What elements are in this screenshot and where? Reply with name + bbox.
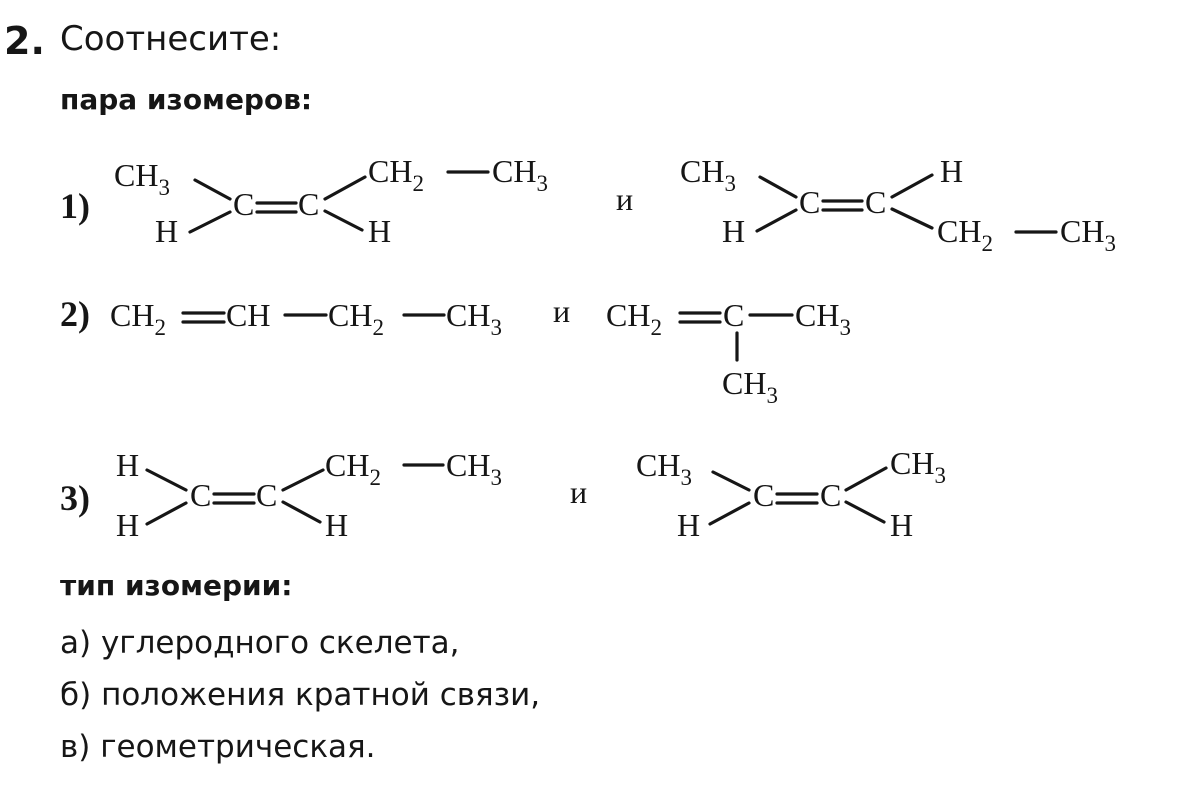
pair-1-conjunction: и	[616, 181, 633, 217]
svg-text:H: H	[940, 153, 963, 189]
svg-text:C: C	[753, 477, 774, 513]
pair-3-molecule-b: CH3 H C C CH3 H	[636, 445, 946, 543]
svg-text:CH3: CH3	[492, 153, 548, 196]
pair-3-conjunction: и	[570, 474, 587, 510]
pair-2-molecule-a: CH2 CH CH2 CH3	[110, 297, 502, 340]
svg-text:CH3: CH3	[636, 447, 692, 490]
svg-text:H: H	[155, 213, 178, 249]
svg-text:C: C	[799, 184, 820, 220]
pair-2-label: 2)	[60, 294, 90, 334]
task-number: 2.	[4, 19, 45, 63]
svg-text:C: C	[820, 477, 841, 513]
pair-2-molecule-b: CH2 C CH3 CH3	[606, 297, 851, 408]
type-item-b: б) положения кратной связи,	[60, 677, 541, 713]
svg-text:H: H	[116, 447, 139, 483]
svg-text:H: H	[368, 213, 391, 249]
svg-text:CH3: CH3	[446, 297, 502, 340]
svg-text:CH3: CH3	[446, 447, 502, 490]
svg-text:CH: CH	[226, 297, 270, 333]
svg-text:C: C	[298, 186, 319, 222]
pairs-heading: пара изомеров:	[60, 83, 313, 116]
svg-text:CH3: CH3	[680, 153, 736, 196]
svg-text:CH2: CH2	[110, 297, 166, 340]
svg-text:H: H	[722, 213, 745, 249]
type-item-a: а) углеродного скелета,	[60, 625, 460, 661]
svg-text:CH2: CH2	[937, 213, 993, 256]
svg-text:CH3: CH3	[722, 365, 778, 408]
type-item-c: в) геометрическая.	[60, 729, 376, 765]
pair-3-label: 3)	[60, 478, 90, 518]
svg-text:H: H	[116, 507, 139, 543]
svg-text:H: H	[890, 507, 913, 543]
svg-text:CH2: CH2	[328, 297, 384, 340]
svg-text:CH2: CH2	[606, 297, 662, 340]
pair-1-label: 1)	[60, 186, 90, 226]
pair-2-conjunction: и	[553, 293, 570, 329]
svg-text:CH3: CH3	[795, 297, 851, 340]
svg-text:CH2: CH2	[325, 447, 381, 490]
svg-text:C: C	[233, 186, 254, 222]
svg-text:C: C	[256, 477, 277, 513]
svg-text:CH3: CH3	[890, 445, 946, 488]
svg-text:H: H	[325, 507, 348, 543]
svg-text:CH2: CH2	[368, 153, 424, 196]
types-heading: тип изомерии:	[60, 569, 293, 602]
svg-text:C: C	[190, 477, 211, 513]
task-title: Соотнесите:	[60, 19, 282, 59]
svg-text:C: C	[865, 184, 886, 220]
pair-3-molecule-a: H H C C CH2 CH3 H	[116, 447, 502, 543]
svg-text:CH3: CH3	[114, 157, 170, 200]
pair-1-molecule-a: CH3 H C C CH2 CH3 H	[114, 153, 548, 249]
svg-text:C: C	[723, 297, 744, 333]
svg-text:H: H	[677, 507, 700, 543]
pair-1-molecule-b: CH3 H C C H CH2 CH3	[680, 153, 1116, 256]
svg-text:CH3: CH3	[1060, 213, 1116, 256]
